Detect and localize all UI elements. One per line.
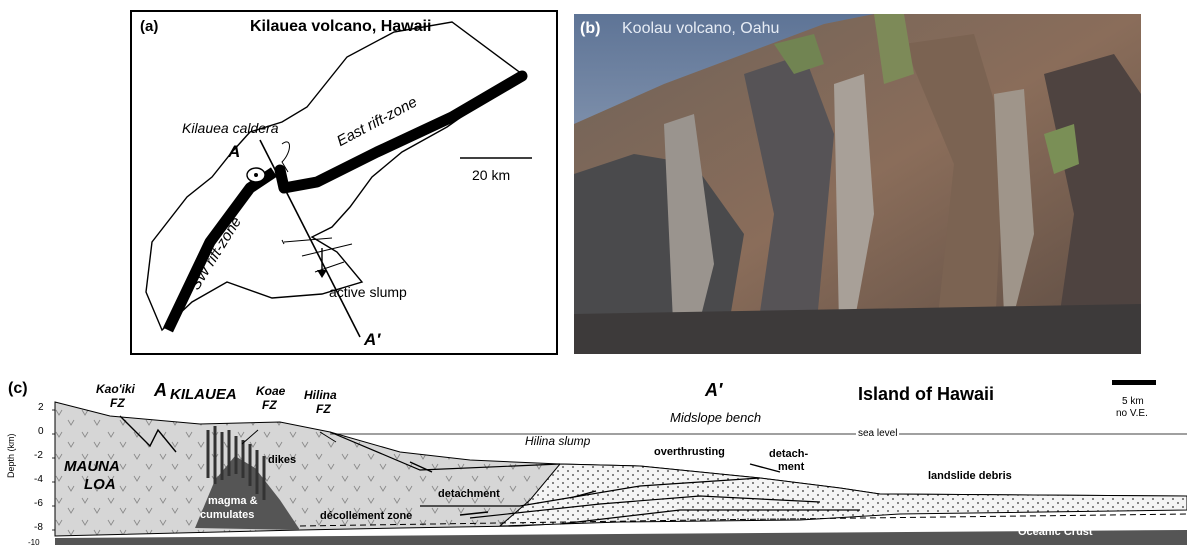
scale-bar-c (1112, 380, 1156, 385)
landslide-label: landslide debris (928, 470, 1012, 482)
detach-label-1: detach- (769, 448, 809, 460)
y-tick-2: 2 (38, 402, 44, 413)
y-tick-m2: -2 (34, 450, 43, 461)
dikes-label: dikes (268, 454, 297, 466)
panel-b-tag: (b) (580, 20, 601, 37)
slump-marks (281, 237, 353, 273)
y-tick-0: 0 (38, 426, 44, 437)
oceanic-crust (55, 530, 1187, 545)
cumulates-label: cumulates (200, 509, 255, 521)
sea-level-label: sea level (856, 428, 900, 439)
panel-a-title: Kilauea volcano, Hawaii (250, 18, 432, 35)
cross-section-diagram (52, 380, 1187, 545)
panel-b-photo: (b) Koolau volcano, Oahu (574, 14, 1141, 354)
y-tick-m8: -8 (34, 522, 43, 533)
slump-label: active slump (329, 284, 407, 300)
koae-fz-label: FZ (262, 398, 277, 412)
detachment-label: detachment (438, 488, 500, 500)
decollement-label: décollement zone (320, 510, 413, 522)
panel-c-tag: (c) (8, 380, 28, 397)
kaoiki-label: Kao'iki (96, 382, 135, 396)
overthrusting-label: overthrusting (654, 446, 725, 458)
koae-label: Koae (256, 384, 286, 398)
decollement-line (299, 513, 1187, 527)
hilina-fz-label: FZ (316, 402, 331, 416)
hilina-slump-label: Hilina slump (525, 434, 591, 448)
oceanic-crust-label: Oceanic Crust (1018, 526, 1093, 538)
panel-c-cross-section: (c) Depth (km) 2 0 -2 -4 -6 -8 -10 Kao'i… (0, 360, 1187, 547)
island-title: Island of Hawaii (858, 384, 995, 404)
koolau-cliff-photo (574, 14, 1141, 354)
mauna-label: MAUNA (64, 458, 120, 475)
point-a-prime-c: A′ (705, 380, 723, 400)
caldera-label: Kilauea caldera (182, 120, 279, 136)
section-line (259, 139, 361, 338)
panel-b-title: Koolau volcano, Oahu (622, 20, 780, 37)
panel-a-map: (a) Kilauea volcano, Hawaii Kilauea cald… (130, 10, 558, 355)
loa-label: LOA (84, 476, 116, 493)
panel-a-tag: (a) (140, 18, 159, 35)
y-tick-m10: -10 (28, 538, 40, 547)
y-axis-label: Depth (km) (6, 433, 16, 478)
y-tick-m4: -4 (34, 474, 43, 485)
kaoiki-fz-label: FZ (110, 396, 125, 410)
scale-ve-label: no V.E. (1116, 408, 1148, 419)
point-a-prime-label: A′ (364, 330, 381, 349)
y-tick-m6: -6 (34, 498, 43, 509)
scale-km-label: 5 km (1122, 396, 1144, 407)
kilauea-label: KILAUEA (170, 386, 237, 403)
point-a-label: A (228, 142, 241, 161)
kilauea-map (145, 21, 532, 338)
midslope-label: Midslope bench (670, 410, 762, 425)
scale-label: 20 km (472, 167, 511, 183)
point-a-c: A (154, 380, 167, 400)
detach-label-2: ment (778, 461, 805, 473)
hilina-label: Hilina (304, 388, 337, 402)
magma-label: magma & (208, 495, 258, 507)
dikes-group (206, 426, 266, 500)
